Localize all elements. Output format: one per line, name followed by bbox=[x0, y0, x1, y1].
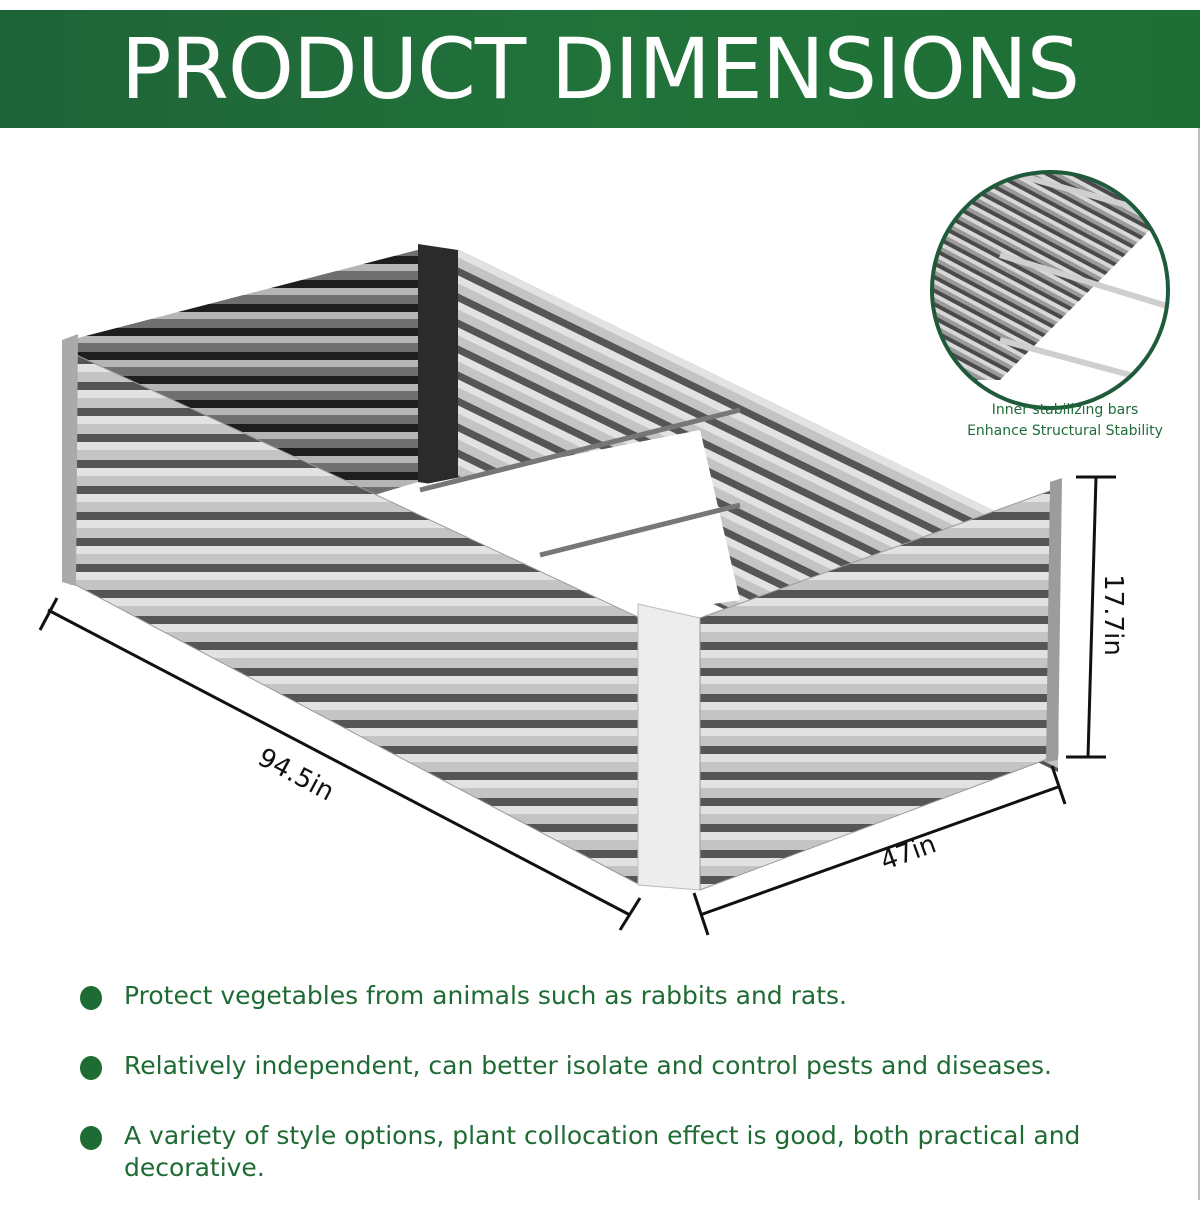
feature-item: Protect vegetables from animals such as … bbox=[80, 980, 1180, 1012]
bullet-icon bbox=[80, 986, 102, 1010]
stabilizing-bar-1 bbox=[419, 407, 741, 493]
front-corner-post bbox=[637, 603, 701, 891]
feature-list: Protect vegetables from animals such as … bbox=[80, 980, 1180, 1222]
callout-line-1: Inner stabilizing bars bbox=[991, 402, 1139, 418]
bullet-icon bbox=[80, 1126, 102, 1150]
length-dimension-line bbox=[47, 608, 631, 917]
width-dimension-line bbox=[699, 785, 1059, 917]
callout-line-2: Enhance Structural Stability bbox=[967, 423, 1163, 439]
page-title: PRODUCT DIMENSIONS bbox=[120, 20, 1080, 118]
stabilizing-bar-2 bbox=[539, 502, 741, 558]
right-border bbox=[1198, 128, 1200, 1200]
feature-item: Relatively independent, can better isola… bbox=[80, 1050, 1180, 1082]
garden-bed-illustration bbox=[38, 170, 1170, 936]
header-banner: PRODUCT DIMENSIONS bbox=[0, 10, 1200, 128]
feature-item: A variety of style options, plant colloc… bbox=[80, 1120, 1124, 1184]
bullet-icon bbox=[80, 1056, 102, 1080]
callout-caption: Inner stabilizing bars Enhance Structura… bbox=[925, 400, 1200, 442]
height-dimension-line bbox=[1086, 476, 1098, 758]
height-label: 17.7in bbox=[1097, 574, 1128, 656]
detail-callout-circle bbox=[930, 170, 1170, 410]
